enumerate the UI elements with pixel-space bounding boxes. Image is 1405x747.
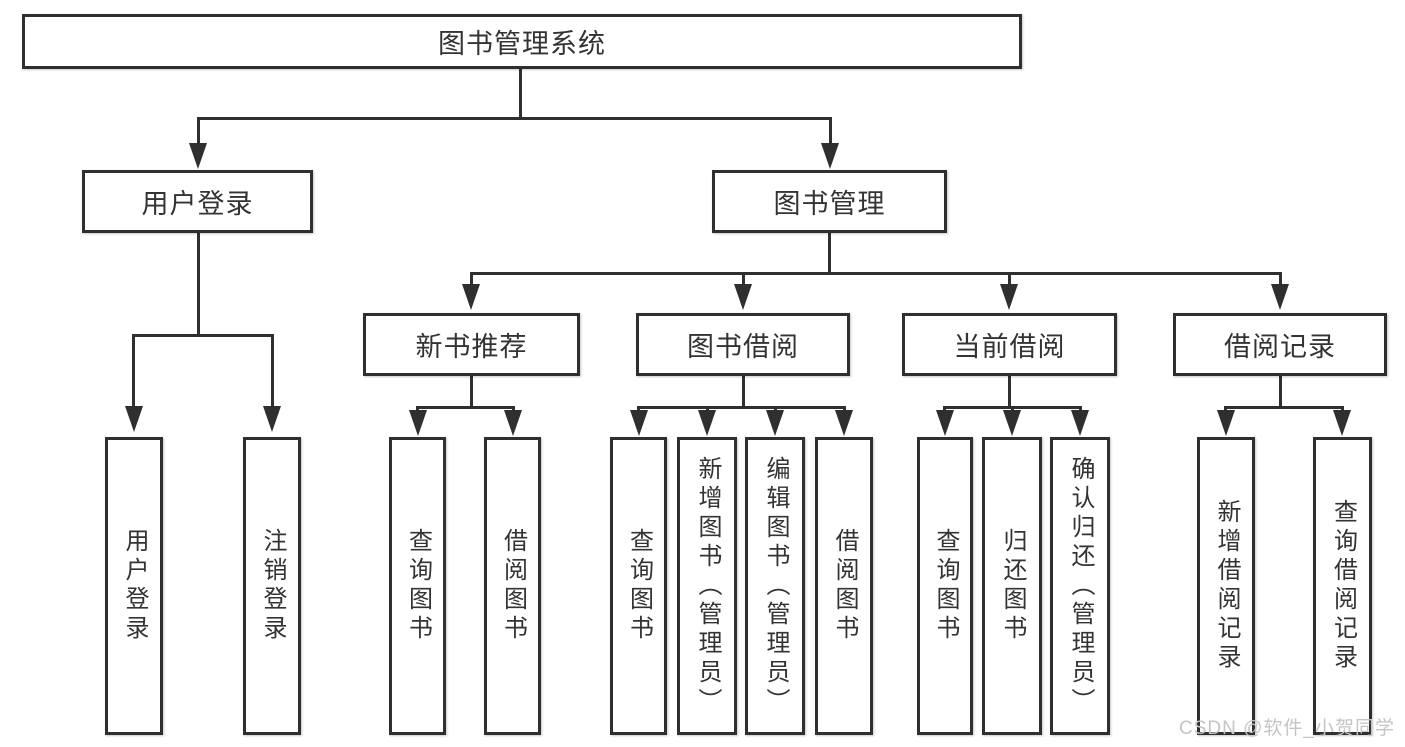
leaf-label: 用户登录 [121,528,148,644]
node-label: 新书推荐 [415,332,528,362]
node-label: 借阅记录 [1224,332,1336,362]
connector-current-borrow-stem [1008,376,1011,409]
connector-drop-borrow-records [1279,272,1282,286]
connector-root-stem [519,69,522,119]
node-root-library-system: 图书管理系统 [22,14,1022,69]
arrow-to-current-borrow [1000,284,1018,310]
node-user-login: 用户登录 [82,170,313,233]
arrow-to-book-mgmt [821,143,839,169]
leaf-label: 查询图书 [932,528,959,644]
arrow-to-borrow-books-b [504,410,522,436]
leaf-label: 查询借阅记录 [1329,499,1357,673]
connector-drop-user-login [197,117,200,146]
connector-user-login-stem [197,233,200,337]
leaf-query-books-recommend: 查询图书 [389,437,446,735]
leaf-label: 归还图书 [999,528,1026,644]
node-book-management: 图书管理 [712,170,947,233]
connector-drop-book-mgmt [829,117,832,146]
csdn-watermark: CSDN @软件_小贺同学 [1179,718,1395,739]
leaf-borrow-books-borrowing: 借阅图书 [815,437,873,735]
leaf-borrow-books-recommend: 借阅图书 [484,437,541,735]
leaf-add-books-admin: 新增图书（管理员） [677,437,737,735]
connector-book-borrow-stem [742,376,745,409]
arrow-to-query-books-c [630,410,648,436]
connector-new-book-rail [416,406,515,409]
node-new-book-recommend: 新书推荐 [363,313,580,376]
leaf-logout: 注销登录 [243,437,301,735]
arrow-to-user-login [189,143,207,169]
node-label: 当前借阅 [953,332,1066,362]
arrow-to-edit-books-c [766,410,784,436]
connector-drop-current-borrow [1008,272,1011,286]
leaf-edit-books-admin: 编辑图书（管理员） [745,437,805,735]
node-book-borrowing: 图书借阅 [636,313,850,376]
connector-new-book-stem [470,376,473,409]
leaf-label: 编辑图书（管理员） [762,455,789,717]
leaf-add-borrow-record: 新增借阅记录 [1197,437,1255,735]
leaf-label: 新增借阅记录 [1213,499,1240,673]
arrow-to-borrow-records [1271,284,1289,310]
arrow-to-leaf-login [125,406,143,432]
connector-book-mgmt-stem [828,233,831,275]
node-label: 用户登录 [141,189,254,219]
arrow-to-return-books-d [1003,410,1021,436]
node-current-borrowing: 当前借阅 [902,313,1117,376]
arrow-to-leaf-logout [263,406,281,432]
connector-drop-book-borrow [742,272,745,286]
arrow-to-add-record-e [1217,410,1235,436]
leaf-query-borrow-record: 查询借阅记录 [1313,437,1372,735]
arrow-to-new-book [462,284,480,310]
leaf-label: 新增图书（管理员） [694,455,721,717]
connector-drop-leaf-logout [271,334,274,408]
connector-borrow-records-rail [1224,406,1344,409]
arrow-to-query-books-b [409,410,427,436]
leaf-return-books: 归还图书 [982,437,1042,735]
leaf-label: 注销登录 [259,528,286,644]
connector-drop-new-book [470,272,473,286]
leaf-label: 查询图书 [625,528,653,644]
connector-borrow-records-stem [1279,376,1282,409]
leaf-label: 查询图书 [404,528,432,644]
arrow-to-query-record-e [1333,410,1351,436]
leaf-label: 借阅图书 [499,528,527,644]
arrow-to-query-books-d [936,410,954,436]
leaf-user-login: 用户登录 [105,437,163,735]
connector-book-borrow-rail [637,406,846,409]
node-borrow-records: 借阅记录 [1173,313,1387,376]
leaf-query-books-borrowing: 查询图书 [610,437,667,735]
node-label: 图书管理系统 [438,29,606,59]
arrow-to-confirm-return-d [1071,410,1089,436]
connector-level2-rail [470,272,1282,275]
node-label: 图书借阅 [687,332,799,362]
leaf-label: 借阅图书 [831,528,858,644]
leaf-label: 确认归还（管理员） [1067,455,1094,717]
arrow-to-add-books-c [698,410,716,436]
connector-user-login-rail [132,334,274,337]
connector-level1-rail [197,117,831,120]
connector-drop-leaf-login [132,334,135,408]
arrow-to-borrow-books-c [835,410,853,436]
leaf-confirm-return-admin: 确认归还（管理员） [1050,437,1110,735]
arrow-to-book-borrow [734,284,752,310]
node-label: 图书管理 [773,189,886,219]
leaf-query-books-current: 查询图书 [917,437,973,735]
